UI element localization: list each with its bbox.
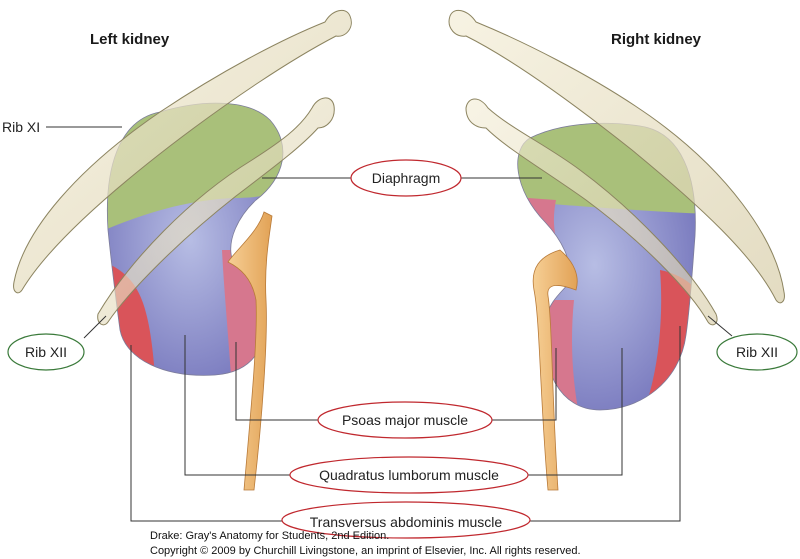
- leader-transversus-left: [130, 345, 282, 522]
- source-credit: Drake: Gray's Anatomy for Students, 2nd …: [150, 530, 390, 542]
- left-ureter: [227, 211, 273, 491]
- leader-rib-xii-left: [83, 315, 107, 339]
- left-kidney-heading: Left kidney: [90, 31, 170, 48]
- leader-transversus-right: [530, 326, 681, 522]
- left-rib-xi: [13, 9, 352, 294]
- rib-xii-left-label-outline: [7, 333, 85, 371]
- right-rib-xii: [465, 98, 718, 326]
- psoas-label: Psoas major muscle: [342, 412, 468, 428]
- transversus-label-outline: [281, 501, 531, 539]
- rib-xi-label: Rib XI: [2, 119, 40, 135]
- psoas-label-outline: [317, 401, 493, 439]
- leader-lines: [46, 126, 733, 522]
- leader-psoas-left: [235, 342, 318, 421]
- leader-quadratus-left: [184, 335, 290, 476]
- leader-psoas-right: [492, 348, 557, 421]
- diaphragm-label: Diaphragm: [372, 170, 440, 186]
- copyright-notice: Copyright © 2009 by Churchill Livingston…: [150, 545, 581, 557]
- transversus-label: Transversus abdominis muscle: [310, 514, 503, 530]
- rib-xii-right-label: Rib XII: [736, 344, 778, 360]
- quadratus-label: Quadratus lumborum muscle: [319, 467, 499, 483]
- leader-quadratus-right: [528, 348, 623, 476]
- right-kidney-psoas-upper-region: [517, 196, 560, 252]
- diaphragm-label-outline: [350, 159, 462, 197]
- rib-xii-right-label-outline: [716, 333, 798, 371]
- rib-xii-left-label: Rib XII: [25, 344, 67, 360]
- left-rib-xii: [97, 97, 335, 326]
- quadratus-label-outline: [289, 456, 529, 494]
- leader-rib-xii-right: [707, 315, 733, 337]
- right-rib-xi: [448, 9, 785, 304]
- right-kidney-heading: Right kidney: [611, 31, 702, 48]
- right-ureter: [532, 249, 578, 491]
